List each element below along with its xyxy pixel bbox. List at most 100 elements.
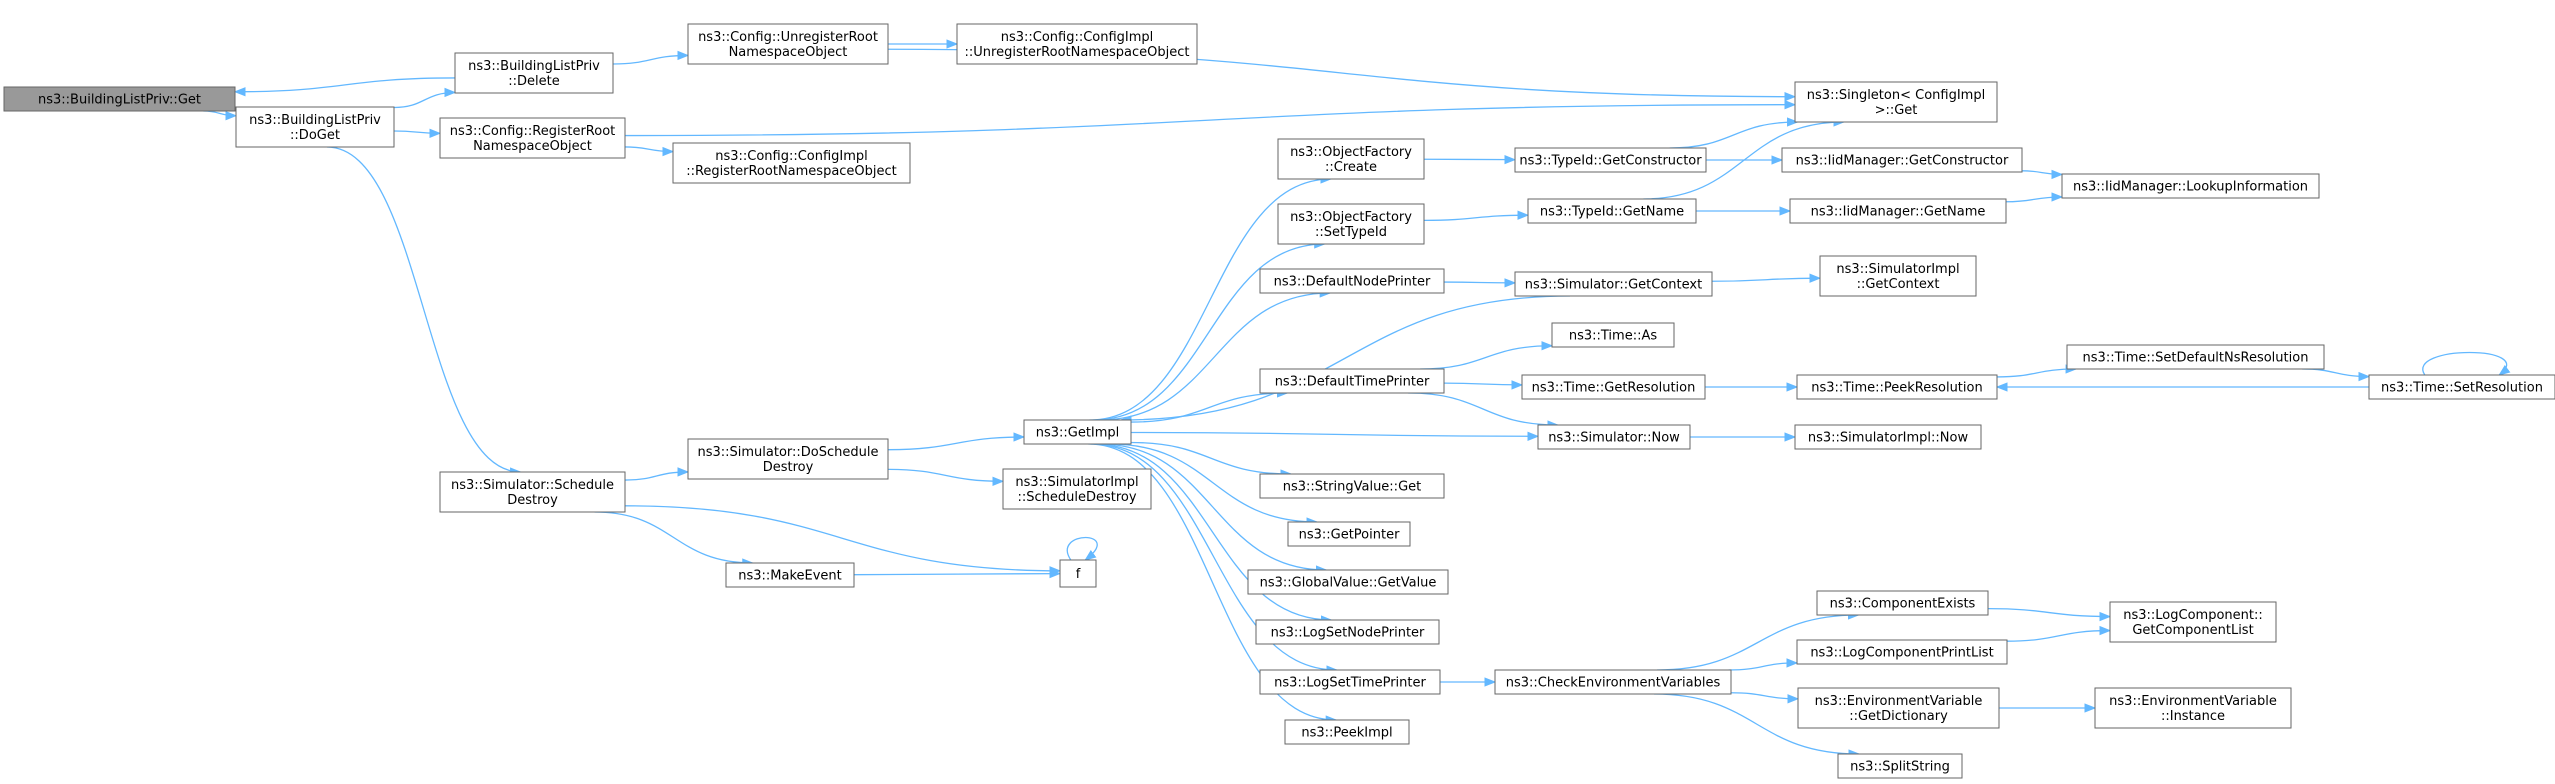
- function-node[interactable]: ns3::EnvironmentVariable::GetDictionary: [1797, 687, 2000, 729]
- function-node[interactable]: ns3::Time::PeekResolution: [1796, 374, 1998, 400]
- node-box[interactable]: [672, 142, 911, 184]
- function-node[interactable]: ns3::IidManager::GetConstructor: [1781, 147, 2023, 173]
- node-box[interactable]: [1514, 147, 1707, 173]
- node-box[interactable]: [1514, 271, 1713, 297]
- function-node[interactable]: ns3::Time::SetResolution: [2368, 374, 2555, 400]
- function-node[interactable]: ns3::Time::SetDefaultNsResolution: [2066, 344, 2325, 370]
- node-box[interactable]: [1521, 374, 1706, 400]
- function-node[interactable]: ns3::EnvironmentVariable::Instance: [2094, 687, 2292, 729]
- node-box[interactable]: [1796, 639, 2008, 665]
- node-label: ns3::Simulator::Schedule: [451, 478, 614, 493]
- call-edge-n0-n2: [203, 110, 238, 121]
- function-node[interactable]: ns3::LogSetTimePrinter: [1259, 669, 1441, 695]
- function-node[interactable]: ns3::IidManager::LookupInformation: [2061, 173, 2320, 199]
- node-label: ::Delete: [508, 74, 559, 89]
- function-node[interactable]: ns3::LogComponentPrintList: [1796, 639, 2008, 665]
- function-node[interactable]: ns3::BuildingListPriv::Get: [3, 86, 236, 112]
- function-node[interactable]: ns3::TypeId::GetConstructor: [1514, 147, 1707, 173]
- function-node[interactable]: ns3::LogComponent::GetComponentList: [2109, 601, 2277, 643]
- function-node[interactable]: ns3::IidManager::GetName: [1789, 198, 2007, 224]
- function-node[interactable]: ns3::StringValue::Get: [1259, 473, 1445, 499]
- node-box[interactable]: [1287, 521, 1411, 547]
- function-node[interactable]: ns3::Simulator::Now: [1537, 424, 1691, 450]
- function-node[interactable]: ns3::ObjectFactory::Create: [1277, 138, 1425, 180]
- node-box[interactable]: [956, 23, 1198, 65]
- function-node[interactable]: ns3::Simulator::ScheduleDestroy: [439, 471, 626, 513]
- node-box[interactable]: [2061, 173, 2320, 199]
- node-box[interactable]: [1259, 669, 1441, 695]
- function-node[interactable]: ns3::Singleton< ConfigImpl >::Get: [1794, 81, 1998, 123]
- function-node[interactable]: ns3::Config::RegisterRootNamespaceObject: [439, 117, 626, 159]
- function-node[interactable]: ns3::GetImpl: [1023, 419, 1132, 445]
- function-node[interactable]: ns3::ComponentExists: [1816, 590, 1989, 616]
- node-box[interactable]: [687, 438, 889, 480]
- node-box[interactable]: [1259, 473, 1445, 499]
- call-edge-n2-n6: [393, 128, 442, 139]
- node-box[interactable]: [1794, 81, 1998, 123]
- node-box[interactable]: [2066, 344, 2325, 370]
- function-node[interactable]: ns3::BuildingListPriv::Delete: [454, 52, 614, 94]
- call-edge-n15-n25: [1423, 210, 1530, 222]
- node-box[interactable]: [1819, 255, 1977, 297]
- node-box[interactable]: [1023, 419, 1132, 445]
- function-node[interactable]: ns3::SimulatorImpl::Now: [1794, 424, 1982, 450]
- node-box[interactable]: [454, 52, 614, 94]
- function-node[interactable]: ns3::ObjectFactory::SetTypeId: [1277, 203, 1425, 245]
- node-box[interactable]: [1797, 687, 2000, 729]
- function-node[interactable]: ns3::MakeEvent: [725, 562, 855, 588]
- node-box[interactable]: [1781, 147, 2023, 173]
- function-node[interactable]: ns3::Config::ConfigImpl::RegisterRootNam…: [672, 142, 911, 184]
- node-box[interactable]: [1247, 569, 1449, 595]
- node-box[interactable]: [1059, 559, 1097, 588]
- node-box[interactable]: [439, 117, 626, 159]
- function-node[interactable]: ns3::GetPointer: [1287, 521, 1411, 547]
- function-node[interactable]: ns3::SimulatorImpl::GetContext: [1819, 255, 1977, 297]
- node-box[interactable]: [1816, 590, 1989, 616]
- function-node[interactable]: ns3::DefaultNodePrinter: [1259, 268, 1445, 294]
- node-box[interactable]: [1527, 198, 1697, 224]
- function-node[interactable]: f: [1059, 559, 1097, 588]
- function-node[interactable]: ns3::CheckEnvironmentVariables: [1494, 669, 1732, 695]
- node-label: ::SetTypeId: [1315, 225, 1387, 240]
- node-box[interactable]: [1494, 669, 1732, 695]
- node-box[interactable]: [1837, 753, 1963, 779]
- function-node[interactable]: ns3::Time::As: [1551, 322, 1675, 348]
- function-node[interactable]: ns3::SplitString: [1837, 753, 1963, 779]
- function-node[interactable]: ns3::Config::UnregisterRootNamespaceObje…: [687, 23, 889, 65]
- node-box[interactable]: [439, 471, 626, 513]
- node-box[interactable]: [687, 23, 889, 65]
- node-box[interactable]: [1284, 719, 1410, 745]
- node-box[interactable]: [1277, 203, 1425, 245]
- node-box[interactable]: [2368, 374, 2555, 400]
- node-box[interactable]: [1277, 138, 1425, 180]
- node-box[interactable]: [725, 562, 855, 588]
- node-box[interactable]: [1537, 424, 1691, 450]
- node-box[interactable]: [1794, 424, 1982, 450]
- function-node[interactable]: ns3::GlobalValue::GetValue: [1247, 569, 1449, 595]
- function-node[interactable]: ns3::Time::GetResolution: [1521, 374, 1706, 400]
- node-box[interactable]: [2094, 687, 2292, 729]
- function-node[interactable]: ns3::LogSetNodePrinter: [1255, 619, 1440, 645]
- call-edge-n10-n20: [1099, 443, 1328, 575]
- node-box[interactable]: [235, 106, 395, 148]
- node-box[interactable]: [1259, 368, 1445, 394]
- node-label: ns3::DefaultNodePrinter: [1274, 275, 1431, 290]
- node-box[interactable]: [1002, 468, 1152, 510]
- node-box[interactable]: [1259, 268, 1445, 294]
- node-label: ns3::SplitString: [1850, 760, 1950, 775]
- function-node[interactable]: ns3::SimulatorImpl::ScheduleDestroy: [1002, 468, 1152, 510]
- function-node[interactable]: ns3::Config::ConfigImpl::UnregisterRootN…: [956, 23, 1198, 65]
- function-node[interactable]: ns3::BuildingListPriv::DoGet: [235, 106, 395, 148]
- node-box[interactable]: [1796, 374, 1998, 400]
- node-box[interactable]: [2109, 601, 2277, 643]
- root-node-box[interactable]: [3, 86, 236, 112]
- node-box[interactable]: [1551, 322, 1675, 348]
- function-node[interactable]: ns3::DefaultTimePrinter: [1259, 368, 1445, 394]
- node-box[interactable]: [1789, 198, 2007, 224]
- node-box[interactable]: [1255, 619, 1440, 645]
- function-node[interactable]: ns3::TypeId::GetName: [1527, 198, 1697, 224]
- function-node[interactable]: ns3::PeekImpl: [1284, 719, 1410, 745]
- call-edge-n32-n33: [2005, 192, 2064, 203]
- function-node[interactable]: ns3::Simulator::GetContext: [1514, 271, 1713, 297]
